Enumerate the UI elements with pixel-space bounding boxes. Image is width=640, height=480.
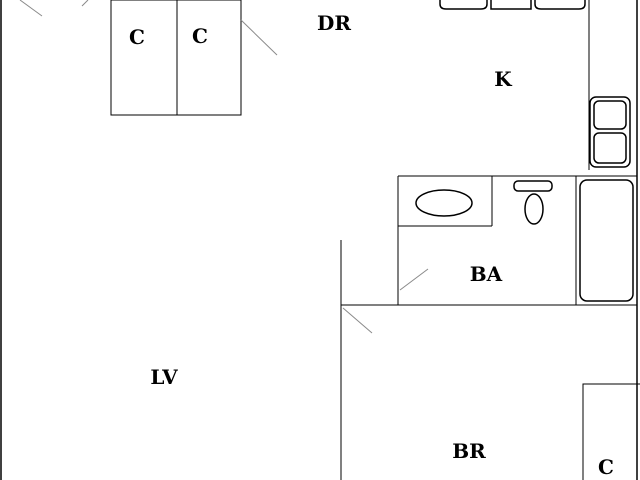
closet-pair: [110, 0, 278, 116]
bathroom-walls: [397, 175, 637, 305]
room-label-kitchen: K: [494, 67, 512, 91]
bedroom-door-swing: [342, 307, 373, 334]
room-label-bedroom: BR: [452, 439, 486, 463]
room-label-living-room: LV: [150, 365, 178, 389]
entry-door-swing: [19, 0, 89, 17]
bedroom-closet: [582, 383, 640, 480]
bedroom-walls: [340, 240, 637, 480]
closet-pair-outline: [110, 0, 242, 116]
closet-label-left: C: [129, 25, 145, 49]
toilet: [513, 180, 553, 225]
bathroom-door-swing: [399, 268, 429, 291]
closet-door-swing: [240, 19, 278, 56]
bathtub: [579, 179, 634, 302]
closet-label-right: C: [192, 24, 208, 48]
bathroom-sink: [415, 189, 473, 217]
kitchen-sink: [589, 96, 631, 168]
room-label-bathroom: BA: [470, 262, 503, 286]
closet-label-bedroom: C: [598, 455, 614, 479]
kitchen-appliances-top: [439, 0, 586, 10]
room-label-dining-room: DR: [317, 11, 351, 35]
